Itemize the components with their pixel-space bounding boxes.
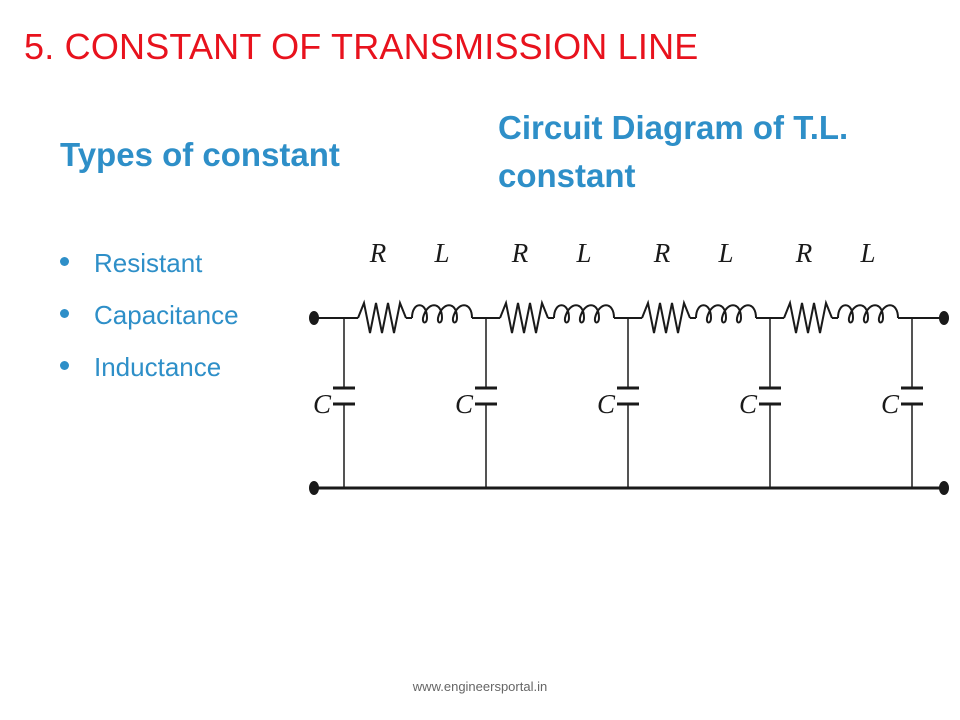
resistor-symbol: [499, 299, 549, 334]
capacitor-label: C: [455, 389, 474, 419]
inductor-label: L: [433, 238, 449, 268]
resistor-symbol: [783, 299, 833, 334]
resistor-symbol: [357, 299, 407, 334]
resistor-symbol: [641, 299, 691, 334]
list-item-label: Capacitance: [94, 300, 239, 330]
inductor-symbol: [695, 304, 757, 324]
list-item: Inductance: [60, 345, 239, 397]
list-item: Capacitance: [60, 293, 239, 345]
footer-url: www.engineersportal.in: [412, 679, 548, 694]
bullet-icon: [60, 257, 69, 266]
inductor-label: L: [859, 238, 875, 268]
capacitor-label: C: [881, 389, 900, 419]
circuit-diagram: R L R L R L R L C C C C C: [300, 218, 960, 508]
slide-title: 5. CONSTANT OF TRANSMISSION LINE: [24, 26, 699, 67]
inductor-symbol: [837, 304, 899, 324]
list-item: Resistant: [60, 241, 239, 293]
inductor-symbol: [411, 304, 473, 324]
resistor-label: R: [511, 238, 529, 268]
types-heading: Types of constant: [60, 136, 340, 173]
list-item-label: Inductance: [94, 352, 222, 382]
resistor-label: R: [795, 238, 813, 268]
inductor-label: L: [575, 238, 591, 268]
circuit-svg: R L R L R L R L C C C C C: [309, 238, 949, 495]
inductor-label: L: [717, 238, 733, 268]
bullet-icon: [60, 309, 69, 318]
resistor-label: R: [653, 238, 671, 268]
capacitor-label: C: [739, 389, 758, 419]
capacitor-label: C: [313, 389, 332, 419]
constant-list: Resistant Capacitance Inductance: [60, 241, 239, 397]
bullet-icon: [60, 361, 69, 370]
capacitor-label: C: [597, 389, 616, 419]
list-item-label: Resistant: [94, 248, 203, 278]
resistor-label: R: [369, 238, 387, 268]
circuit-heading: Circuit Diagram of T.L. constant: [498, 109, 849, 194]
inductor-symbol: [553, 304, 615, 324]
